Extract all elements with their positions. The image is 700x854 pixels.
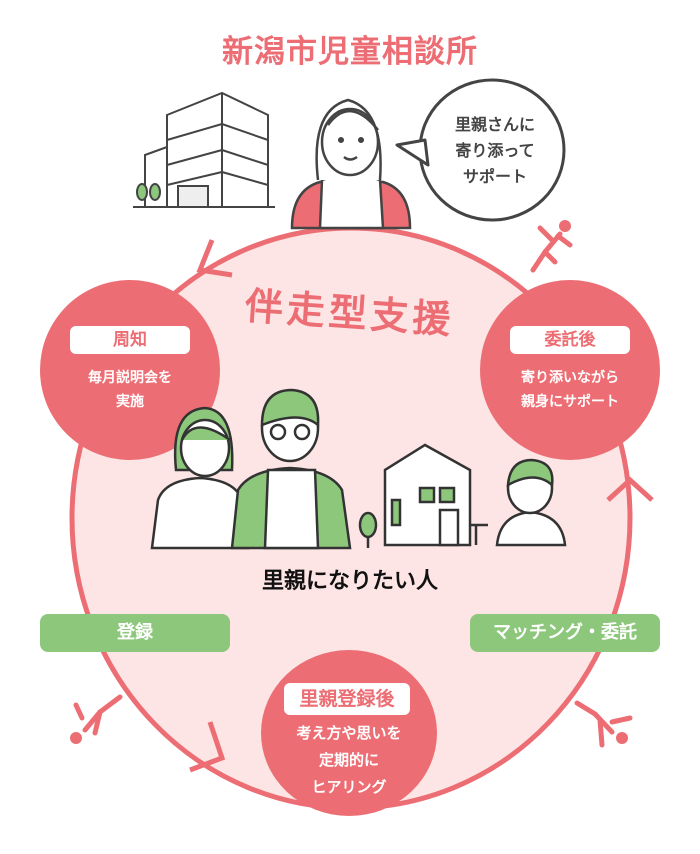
step-desc-toroku: 考え方や思いを 定期的に ヒアリング	[259, 720, 439, 801]
desc-line: 実施	[116, 394, 144, 410]
bubble-line: 里親さんに	[454, 115, 535, 134]
bubble-line: 寄り添って	[455, 141, 535, 160]
main-label: 里親になりたい人	[261, 569, 438, 594]
page-title: 新潟市児童相談所	[222, 34, 478, 70]
stage-register: 登録	[40, 614, 230, 652]
step-circle-shuchi	[40, 280, 220, 460]
stage-matching: マッチング・委託	[470, 614, 660, 652]
running-person-icon	[530, 220, 573, 273]
step-circle-itakugo	[480, 280, 660, 460]
running-person-icon	[70, 694, 123, 744]
speech-bubble-text: 里親さんに 寄り添って サポート	[420, 112, 570, 190]
bubble-line: サポート	[462, 167, 527, 186]
step-label-shuchi: 周知	[70, 326, 190, 354]
desc-line: 定期的に	[318, 751, 379, 769]
building-illustration	[133, 91, 275, 208]
step-label-itakugo: 委託後	[510, 326, 630, 354]
arrow-head-icon	[189, 721, 226, 773]
running-person-icon	[574, 700, 633, 748]
staff-illustration	[290, 98, 412, 230]
arrow-head-icon	[606, 476, 654, 502]
desc-line: 考え方や思いを	[296, 724, 402, 742]
arrow-head-icon	[196, 239, 233, 278]
desc-line: 寄り添いながら	[521, 370, 619, 386]
step-desc-shuchi: 毎月説明会を 実施	[40, 366, 220, 414]
step-label-toroku: 里親登録後	[284, 683, 410, 715]
desc-line: 毎月説明会を	[88, 370, 172, 386]
family-illustration	[150, 388, 567, 550]
desc-line: 親身にサポート	[521, 394, 619, 410]
desc-line: ヒアリング	[311, 778, 387, 796]
step-desc-itakugo: 寄り添いながら 親身にサポート	[480, 366, 660, 414]
